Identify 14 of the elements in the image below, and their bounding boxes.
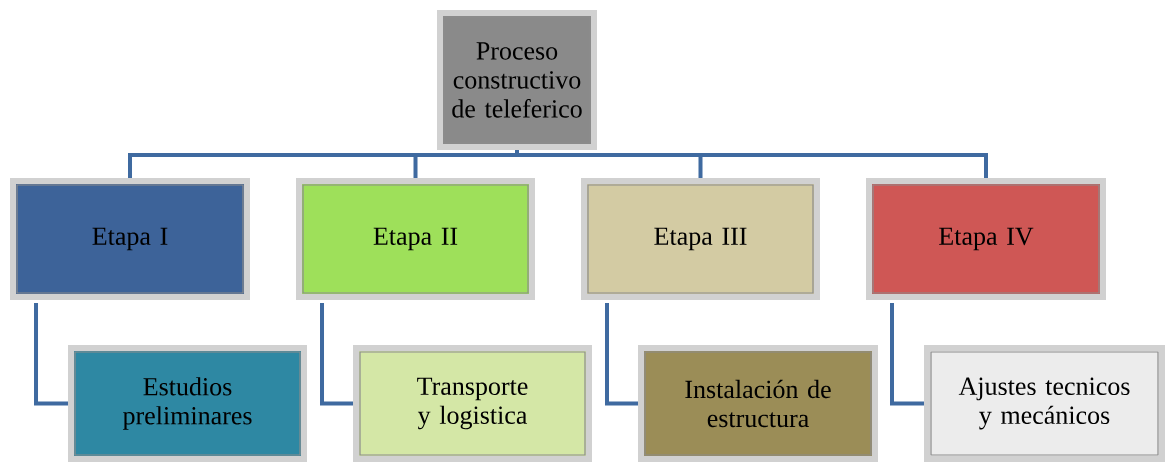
box: Ajustes tecnicos y mecánicos (924, 345, 1165, 462)
connector-line (320, 303, 353, 406)
connector-line (34, 303, 68, 406)
box: Instalación de estructura (638, 345, 878, 462)
connector-line (515, 149, 988, 178)
box: Transporte y logistica (353, 345, 592, 462)
box: Estudios preliminares (68, 345, 307, 462)
box: Etapa I (10, 178, 250, 300)
connector-line (890, 303, 924, 406)
connector-line (605, 303, 638, 406)
box: Etapa IV (866, 178, 1106, 300)
box: Etapa III (581, 178, 820, 300)
box: Proceso constructivo de teleferico (437, 10, 597, 150)
box: Etapa II (296, 178, 535, 300)
